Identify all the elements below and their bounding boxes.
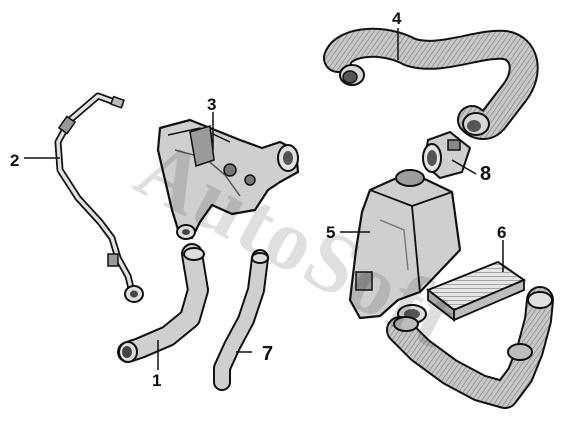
part-4-upper-intake-hose — [323, 27, 539, 140]
callout-4: 4 — [392, 9, 402, 28]
callout-7: 7 — [262, 343, 273, 365]
part-7-small-hose — [213, 249, 269, 391]
leader-lines — [24, 28, 504, 370]
part-1-lower-hose — [117, 243, 209, 363]
part-3-intake-manifold — [156, 118, 300, 240]
part-6-air-filter-element — [425, 260, 527, 322]
part-8-air-flow-meter — [422, 130, 472, 180]
callout-2: 2 — [10, 151, 19, 170]
callout-5: 5 — [326, 223, 335, 242]
callout-8: 8 — [480, 163, 491, 185]
lower-outlet-hose — [386, 286, 554, 409]
callout-6: 6 — [497, 223, 506, 242]
part-2-breather-pipe — [54, 92, 144, 303]
callout-3: 3 — [207, 95, 216, 114]
callout-1: 1 — [152, 371, 161, 390]
